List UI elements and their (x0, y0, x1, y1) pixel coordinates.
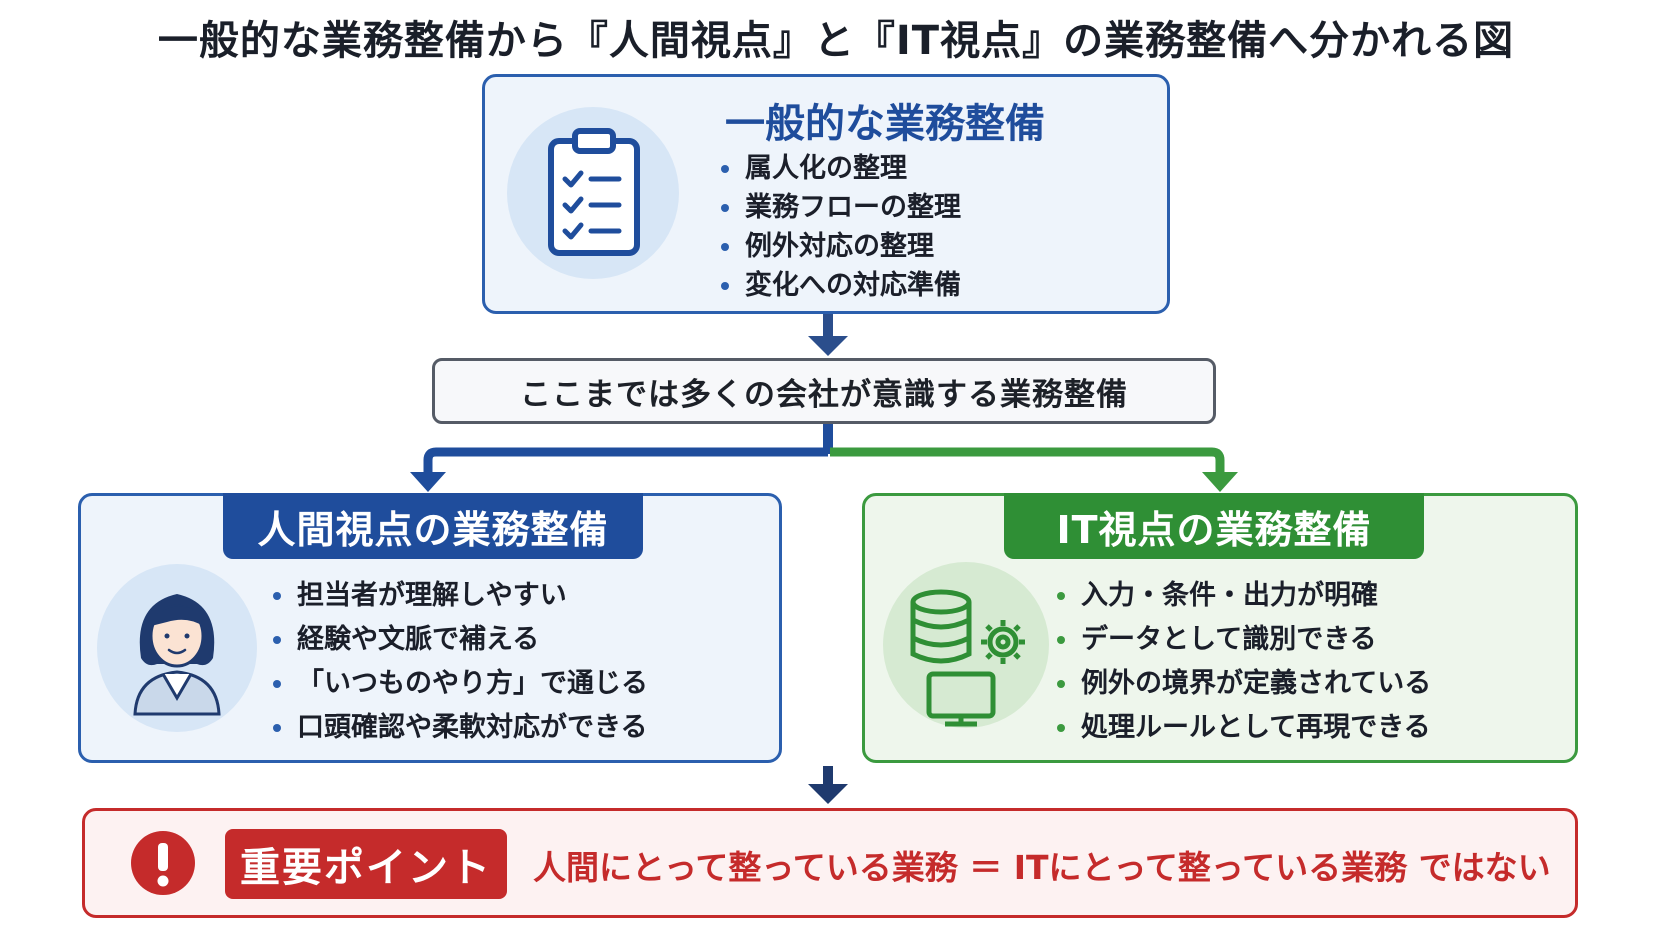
list-item: 入力・条件・出力が明確 (1053, 574, 1431, 618)
important-badge: 重要ポイント (225, 829, 507, 899)
list-item: データとして識別できる (1053, 618, 1431, 662)
human-perspective-list: 担当者が理解しやすい 経験や文脈で補える 「いつものやり方」で通じる 口頭確認や… (269, 574, 648, 750)
human-perspective-heading: 人間視点の業務整備 (223, 493, 643, 559)
list-item: 「いつものやり方」で通じる (269, 662, 648, 706)
exclamation-icon (131, 831, 195, 895)
list-item: 例外の境界が定義されている (1053, 662, 1431, 706)
list-item: 処理ルールとして再現できる (1053, 706, 1431, 750)
list-item: 口頭確認や柔軟対応ができる (269, 706, 648, 750)
general-process-box: 一般的な業務整備 属人化の整理 業務フローの整理 例外対応の整理 変化への対応準… (482, 74, 1170, 314)
split-connector-right (830, 447, 1238, 492)
arrow-top-to-middle (808, 314, 848, 356)
important-message: 人間にとって整っている業務 ＝ ITにとって整っている業務 ではない (533, 848, 1551, 887)
list-item: 担当者が理解しやすい (269, 574, 648, 618)
common-awareness-box: ここまでは多くの会社が意識する業務整備 (432, 358, 1216, 424)
database-gear-monitor-icon (883, 562, 1049, 728)
general-process-heading: 一般的な業務整備 (725, 101, 1045, 147)
general-process-list: 属人化の整理 業務フローの整理 例外対応の整理 変化への対応準備 (717, 149, 961, 305)
it-perspective-box: IT視点の業務整備 (862, 493, 1578, 763)
it-perspective-heading: IT視点の業務整備 (1004, 493, 1424, 559)
important-point-box: 重要ポイント 人間にとって整っている業務 ＝ ITにとって整っている業務 ではな… (82, 808, 1578, 918)
clipboard-checklist-icon (507, 107, 679, 279)
split-connector-left (410, 424, 833, 492)
list-item: 変化への対応準備 (717, 266, 961, 305)
human-perspective-box: 人間視点の業務整備 担当者が理解しやすい 経験や文脈で補える 「いつものやり方」… (78, 493, 782, 763)
list-item: 例外対応の整理 (717, 227, 961, 266)
arrow-to-important (808, 766, 848, 804)
it-perspective-list: 入力・条件・出力が明確 データとして識別できる 例外の境界が定義されている 処理… (1053, 574, 1431, 750)
person-icon (97, 564, 257, 732)
diagram-title: 一般的な業務整備から『人間視点』と『IT視点』の業務整備へ分かれる図 (157, 18, 1515, 64)
list-item: 経験や文脈で補える (269, 618, 648, 662)
list-item: 属人化の整理 (717, 149, 961, 188)
list-item: 業務フローの整理 (717, 188, 961, 227)
